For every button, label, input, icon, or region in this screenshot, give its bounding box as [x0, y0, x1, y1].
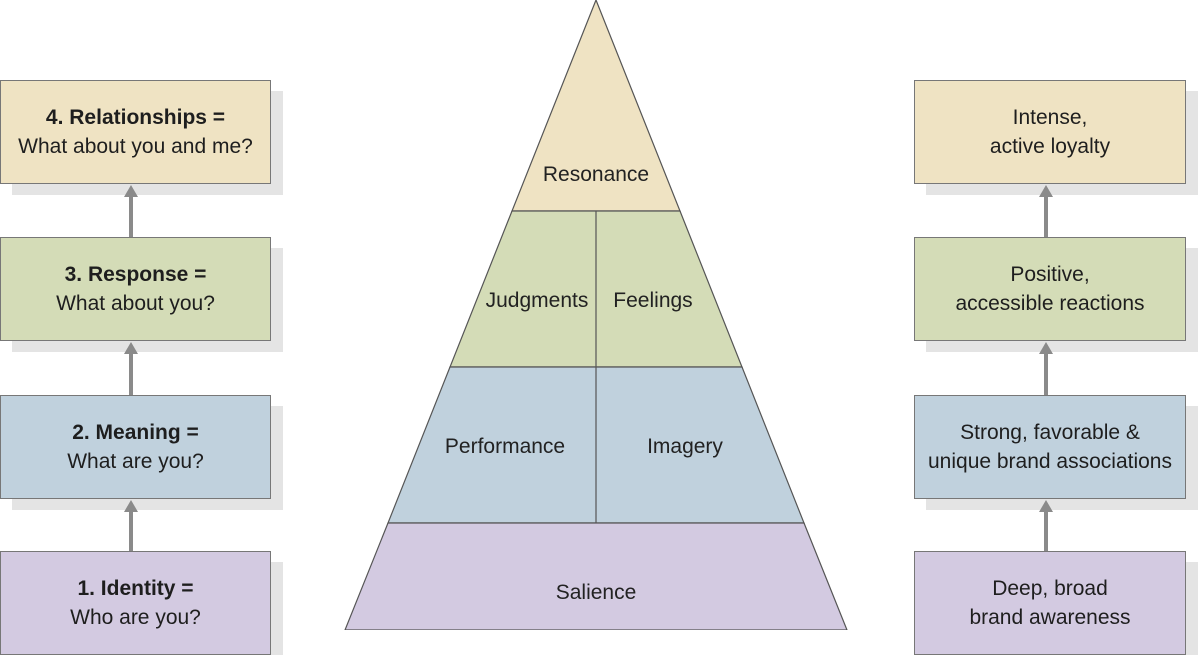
objective-associations-line2: unique brand associations: [927, 450, 1172, 473]
arrow-up-icon: [1039, 185, 1053, 237]
objective-loyalty: Intense, active loyalty: [914, 80, 1186, 184]
objective-loyalty-line2: active loyalty: [989, 135, 1111, 158]
objective-awareness-line1: Deep, broad: [992, 577, 1108, 600]
arrow-up-icon: [124, 185, 138, 237]
objective-associations-line1: Strong, favorable &: [960, 421, 1140, 444]
pyramid-level-salience: [344, 522, 848, 630]
arrow-up-icon: [124, 342, 138, 395]
objective-awareness: Deep, broad brand awareness: [914, 551, 1186, 655]
label-salience: Salience: [556, 581, 637, 604]
objective-reactions-line2: accessible reactions: [955, 292, 1145, 315]
label-imagery: Imagery: [647, 435, 723, 458]
step-relationships-title: 4. Relationships =: [45, 106, 226, 129]
label-performance: Performance: [445, 435, 565, 458]
step-response-question: What about you?: [56, 292, 215, 315]
arrow-up-icon: [124, 500, 138, 551]
objective-loyalty-line1: Intense,: [1012, 106, 1088, 129]
objective-associations: Strong, favorable & unique brand associa…: [914, 395, 1186, 499]
brand-resonance-pyramid: Resonance Judgments Feelings Performance…: [344, 0, 848, 630]
step-relationships-question: What about you and me?: [18, 135, 253, 158]
step-relationships: 4. Relationships = What about you and me…: [0, 80, 271, 184]
step-response-title: 3. Response =: [64, 263, 207, 286]
step-meaning: 2. Meaning = What are you?: [0, 395, 271, 499]
step-identity-title: 1. Identity =: [77, 577, 194, 600]
label-feelings: Feelings: [613, 289, 692, 312]
label-resonance: Resonance: [543, 163, 649, 186]
step-identity-question: Who are you?: [70, 606, 201, 629]
step-meaning-title: 2. Meaning =: [72, 421, 199, 444]
step-meaning-question: What are you?: [67, 450, 204, 473]
arrow-up-icon: [1039, 342, 1053, 395]
arrow-up-icon: [1039, 500, 1053, 551]
step-identity: 1. Identity = Who are you?: [0, 551, 271, 655]
objective-awareness-line2: brand awareness: [969, 606, 1131, 629]
step-response: 3. Response = What about you?: [0, 237, 271, 341]
objective-reactions: Positive, accessible reactions: [914, 237, 1186, 341]
label-judgments: Judgments: [486, 289, 589, 312]
objective-reactions-line1: Positive,: [1010, 263, 1090, 286]
